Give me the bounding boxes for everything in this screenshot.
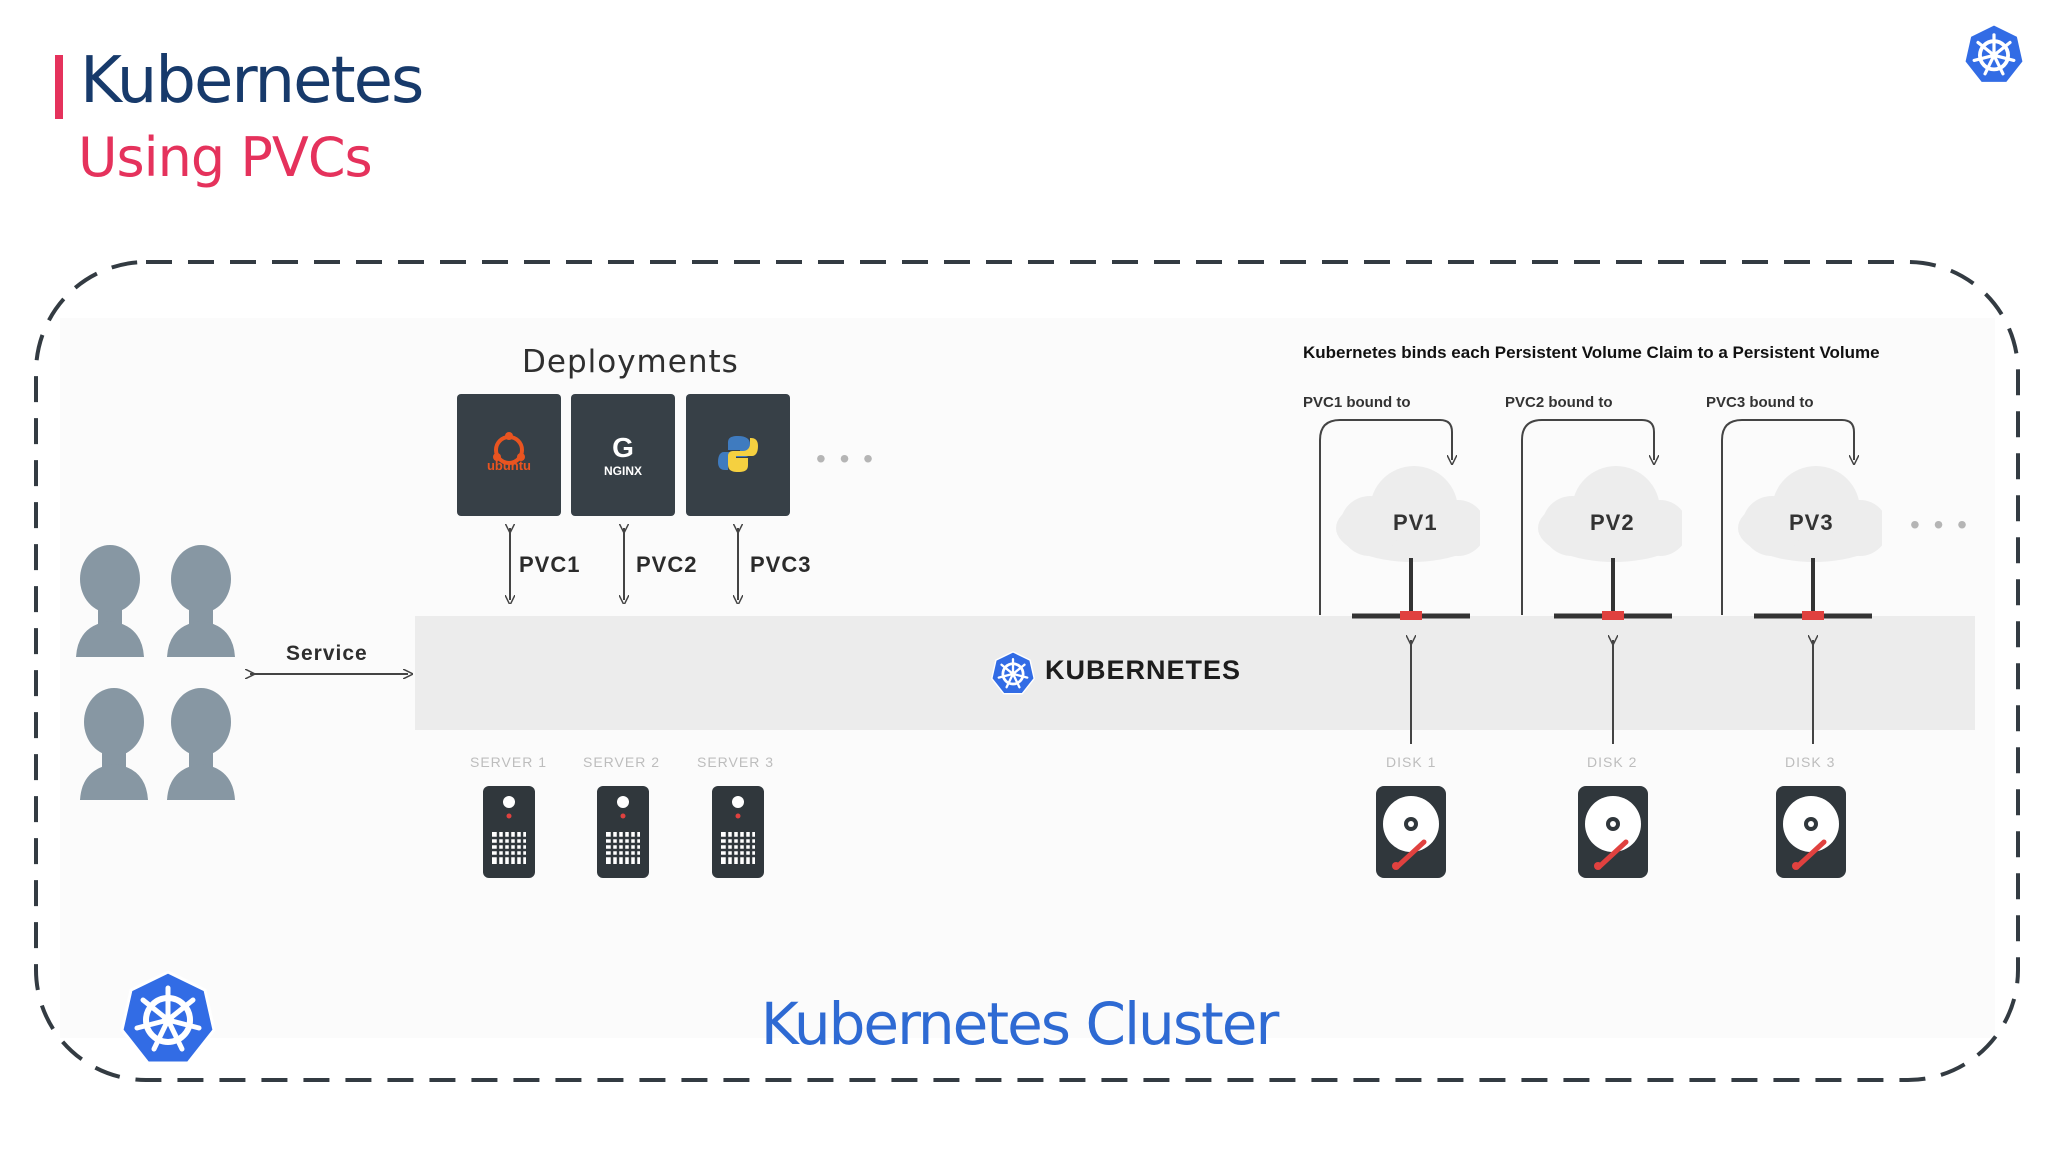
pv3-binding-diagram <box>1721 419 1882 620</box>
title-accent-bar <box>55 55 63 119</box>
deployment-name: ubuntu <box>486 458 532 473</box>
cluster-label: Kubernetes Cluster <box>0 990 2048 1058</box>
deployment-ubuntu: ubuntu <box>457 394 561 516</box>
page-subtitle: Using PVCs <box>78 126 373 189</box>
deployment-name: NGINX <box>603 464 642 478</box>
kubernetes-logo-icon <box>1962 22 2026 85</box>
pv2-binding-diagram <box>1521 419 1682 620</box>
service-label: Service <box>286 642 368 665</box>
kubernetes-band <box>415 616 1975 730</box>
pvc2-arrow <box>614 524 634 604</box>
pv-label: PV2 <box>1590 510 1635 535</box>
pvc-label: PVC3 <box>750 552 812 577</box>
disk-label: DISK 2 <box>1587 754 1638 770</box>
cluster-label-text: Kubernetes Cluster <box>760 990 1280 1058</box>
more-deployments: • • • <box>816 443 876 474</box>
server-label: SERVER 3 <box>697 754 774 770</box>
python-logo-icon <box>718 436 758 472</box>
deployment-nginx: G NGINX <box>571 394 675 516</box>
disk-label: DISK 1 <box>1386 754 1437 770</box>
deployments-title: Deployments <box>522 344 739 380</box>
pv-label: PV3 <box>1789 510 1834 535</box>
pvc3-arrow <box>728 524 748 604</box>
cluster-boundary <box>34 260 2020 1082</box>
pv1-binding-diagram <box>1319 419 1480 620</box>
pv-label: PV1 <box>1393 510 1438 535</box>
pvc1-arrow <box>500 524 520 604</box>
disk2-arrow <box>1603 634 1623 744</box>
nginx-logo-icon: G <box>612 432 634 463</box>
deployment-python <box>686 394 790 516</box>
kubernetes-band-label: KUBERNETES <box>1045 655 1242 685</box>
pvc-label: PVC1 <box>519 552 581 577</box>
bound-label: PVC1 bound to <box>1303 394 1411 411</box>
server-label: SERVER 1 <box>470 754 547 770</box>
bound-label: PVC3 bound to <box>1706 394 1814 411</box>
service-arrow <box>244 664 414 684</box>
pvc-label: PVC2 <box>636 552 698 577</box>
bound-label: PVC2 bound to <box>1505 394 1613 411</box>
more-pvs: • • • <box>1910 509 1970 540</box>
disk1-arrow <box>1401 634 1421 744</box>
binding-title: Kubernetes binds each Persistent Volume … <box>1303 343 1880 362</box>
page-title: Kubernetes <box>80 44 424 118</box>
disk3-arrow <box>1803 634 1823 744</box>
disk-label: DISK 3 <box>1785 754 1836 770</box>
ubuntu-logo-icon <box>493 432 525 465</box>
server-label: SERVER 2 <box>583 754 660 770</box>
